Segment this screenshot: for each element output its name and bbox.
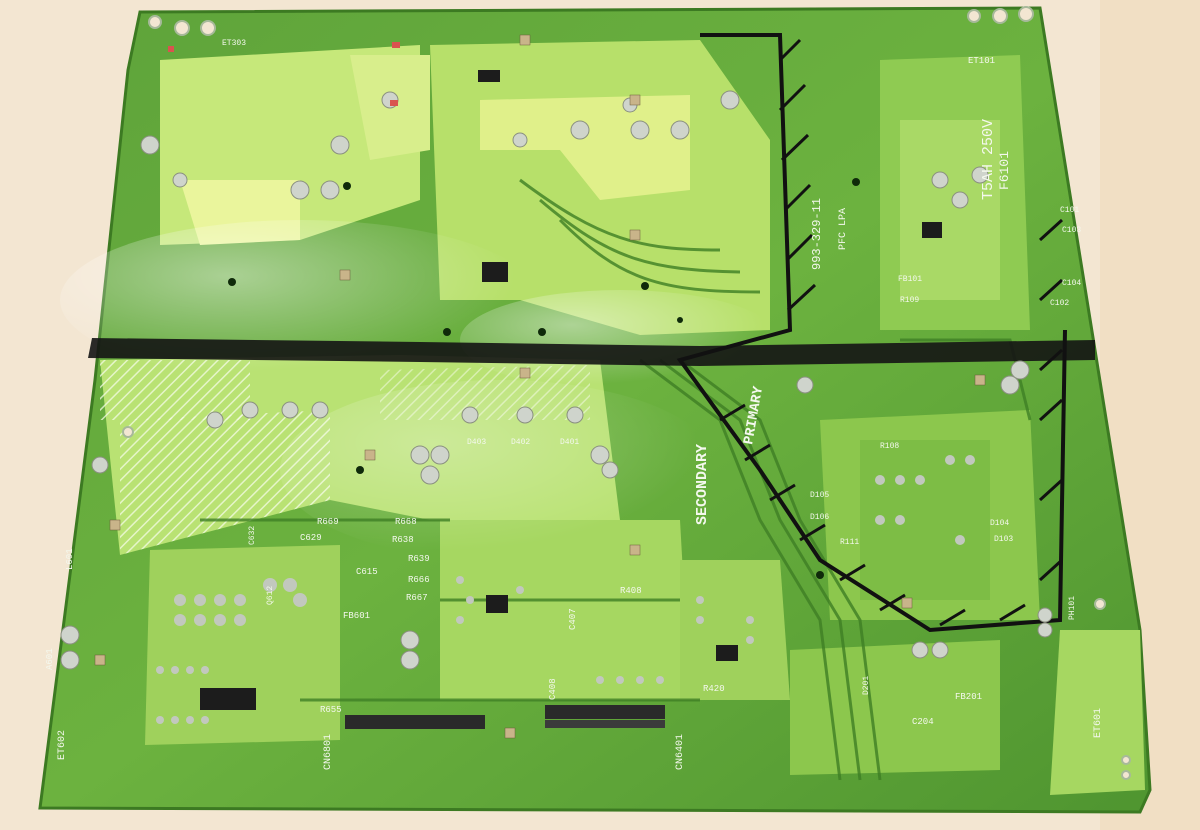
c408-label: C408 (548, 678, 558, 700)
fb101-label: FB101 (898, 275, 922, 284)
ic-chip (486, 595, 508, 613)
q612-label: Q612 (266, 586, 275, 605)
secondary-label: SECONDARY (694, 444, 711, 525)
r420-label: R420 (703, 684, 725, 694)
cn6401-label: CN6401 (675, 734, 686, 770)
d402-label: D402 (511, 438, 530, 447)
c629-label: C629 (300, 533, 322, 543)
part-number-label: 993-329-11 (810, 198, 824, 270)
c101-label: C101 (1060, 206, 1079, 215)
fuse-ref-label: F6101 (997, 151, 1012, 190)
isolation-line (676, 33, 1067, 633)
c103-label: C103 (1062, 226, 1081, 235)
isolation-band (88, 338, 1095, 366)
copper-traces (200, 178, 1032, 781)
c102-label: C102 (1050, 299, 1069, 308)
cn6801-label: CN6801 (323, 734, 334, 770)
c407-label: C407 (568, 608, 578, 630)
ic-chips (200, 70, 942, 710)
r408-label: R408 (620, 586, 642, 596)
red-markings (168, 42, 400, 106)
ic-chip (478, 70, 500, 82)
r638-label: R638 (392, 535, 414, 545)
d201-label: D201 (862, 676, 871, 695)
ic-chip (716, 645, 738, 661)
smd-components (94, 34, 986, 739)
c615-label: C615 (356, 567, 378, 577)
c104-label: C104 (1062, 279, 1081, 288)
et101-label: ET101 (968, 56, 995, 66)
r111-label: R111 (840, 538, 859, 547)
d401-label: D401 (560, 438, 579, 447)
pad-clusters (156, 455, 975, 724)
ic-chip (482, 262, 508, 282)
a601-label: A601 (45, 648, 55, 670)
pfc-label: PFC LPA (838, 208, 849, 250)
r669-label: R669 (317, 517, 339, 527)
fb201-label: FB201 (955, 692, 982, 702)
c204-label: C204 (912, 717, 934, 727)
d106-label: D106 (810, 513, 829, 522)
fuse-rating-label: T5AH 250V (980, 119, 997, 200)
r108-label: R108 (880, 442, 899, 451)
l601-label: L601 (65, 548, 75, 570)
ph101-label: PH101 (1068, 596, 1077, 620)
isolation-hatches (719, 38, 1064, 627)
ic-chip (200, 688, 256, 710)
d103-label: D103 (994, 535, 1013, 544)
r666-label: R666 (408, 575, 430, 585)
d105-label: D105 (810, 491, 829, 500)
r655-label: R655 (320, 705, 342, 715)
r667-label: R667 (406, 593, 428, 603)
ic-chip (922, 222, 942, 238)
r639-label: R639 (408, 554, 430, 564)
r668-label: R668 (395, 517, 417, 527)
connector-headers (345, 705, 665, 729)
d104-label: D104 (990, 519, 1009, 528)
c632-label: C632 (248, 526, 257, 545)
et601-label: ET601 (1093, 708, 1104, 738)
fb601-label: FB601 (343, 611, 370, 621)
vias (228, 178, 860, 579)
mounting-holes (122, 6, 1131, 780)
r109-label: R109 (900, 296, 919, 305)
et303-label: ET303 (222, 39, 246, 48)
et602-label: ET602 (57, 730, 68, 760)
d403-label: D403 (467, 438, 486, 447)
